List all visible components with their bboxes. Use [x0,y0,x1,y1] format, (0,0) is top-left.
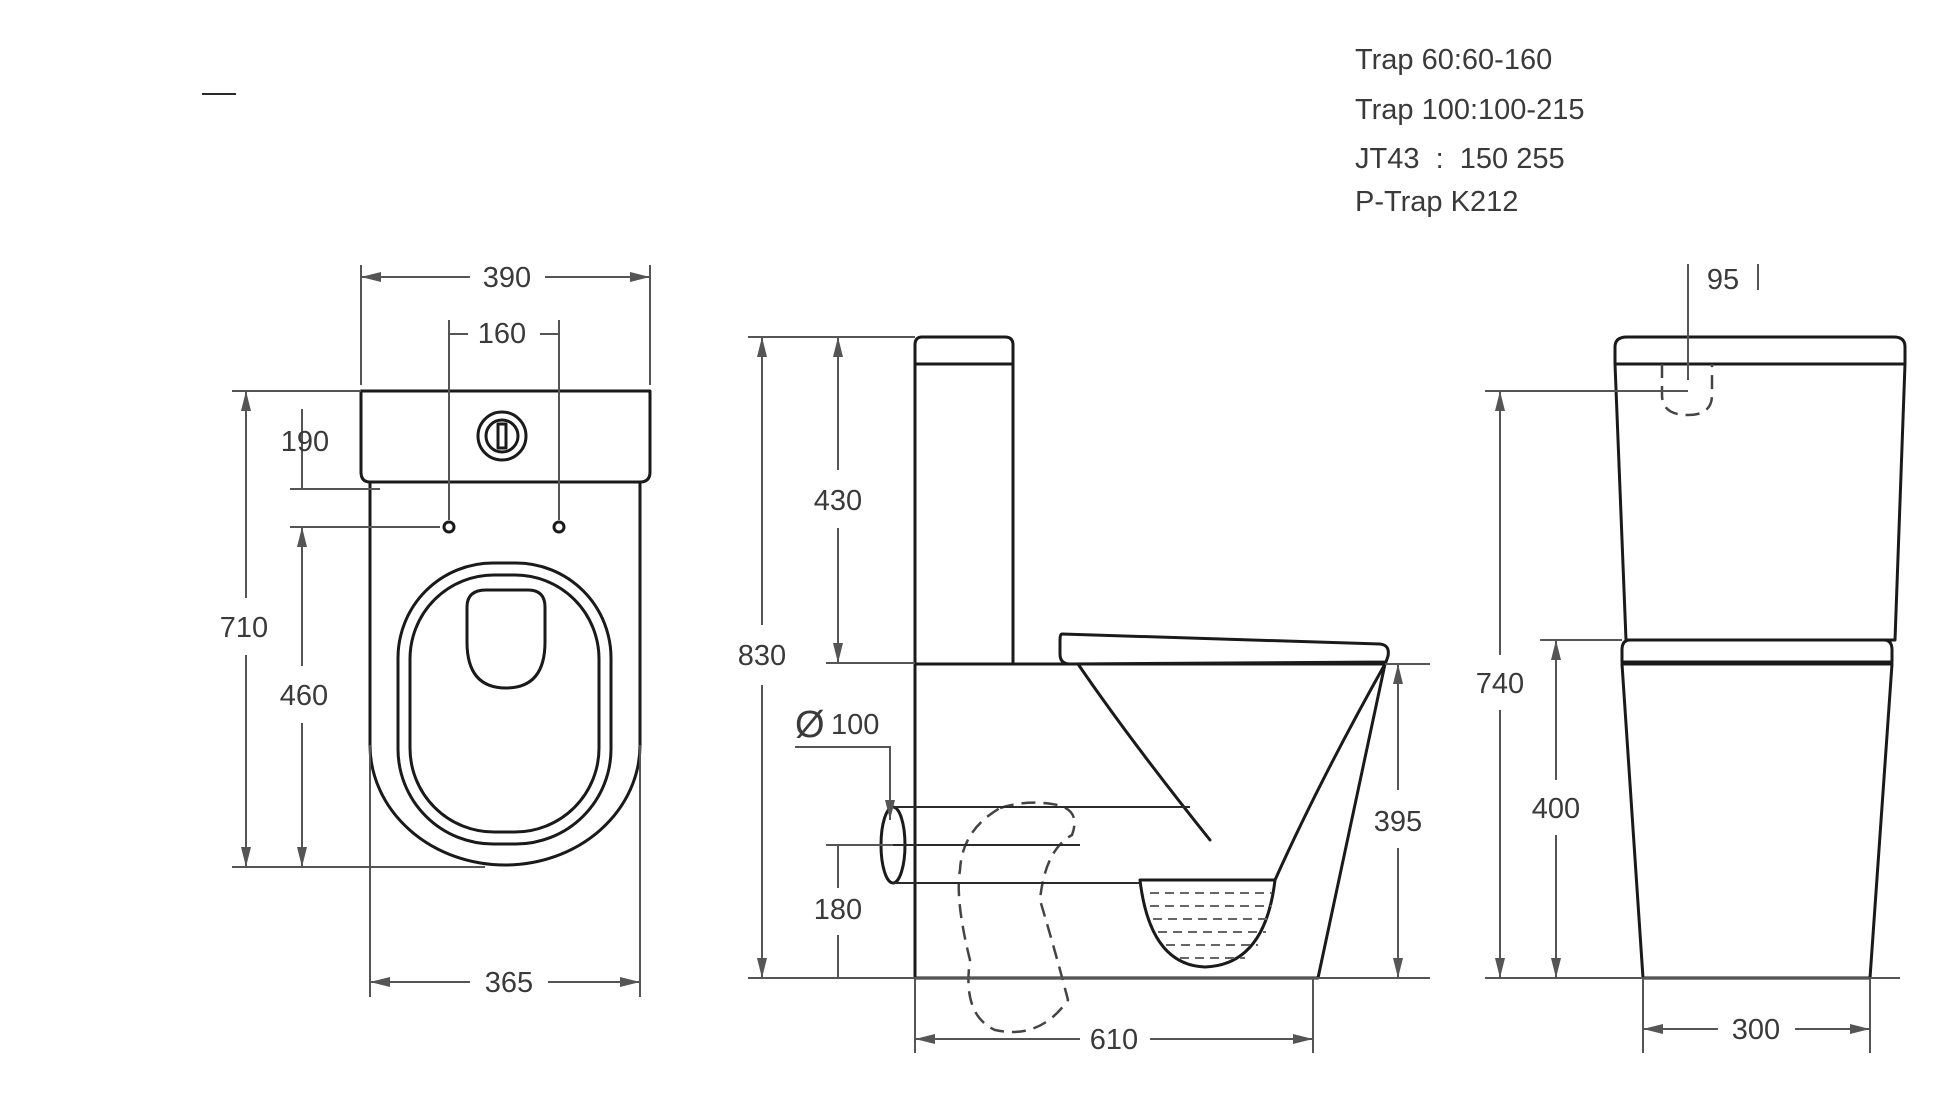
side-view-cistern [913,335,1015,666]
dim-base-width: 300 [1732,1014,1780,1046]
dim-cistern-depth: 190 [281,426,329,458]
dim-outlet-height: 180 [814,894,862,926]
side-view: 830 430 Ø 100 180 395 610 [738,335,1430,1056]
spec-note-p-trap: P-Trap K212 [1355,186,1519,218]
dim-overall-width: 390 [483,262,531,294]
water-trap [1138,878,1277,969]
dim-projection: 610 [1090,1024,1138,1056]
dim-button-offset: 95 [1707,264,1739,296]
fixing-hole-right [552,520,566,534]
dim-bowl-width: 365 [485,967,533,999]
dim-total-height: 830 [738,640,786,672]
dim-seat-height: 395 [1374,806,1422,838]
dim-front-total-height: 740 [1476,668,1524,700]
seat-inner-ring [408,573,601,834]
fixing-hole-left [442,520,456,534]
spec-note-trap-60: Trap 60:60-160 [1355,44,1553,76]
dim-outlet-diameter: 100 [831,709,879,741]
side-view-pan-body [913,662,1387,980]
spec-note-trap-100: Trap 100:100-215 [1355,94,1585,126]
dim-overall-length: 710 [220,612,268,644]
dim-cistern-height: 430 [814,485,862,517]
hidden-button-housing [1660,364,1714,417]
seat-opening [465,588,547,690]
dim-bowl-height: 400 [1532,793,1580,825]
dim-fixing-to-front: 460 [280,680,328,712]
front-view: 95 740 400 300 [1476,264,1907,1053]
front-view-seat [1620,638,1894,664]
spec-note-jt43: JT43 : 150 255 [1355,143,1565,175]
top-view: 390 160 190 710 460 365 [220,262,652,999]
hidden-outlet-pipe [957,801,1076,1034]
front-view-cistern-lid [1613,335,1907,366]
dim-fixing-spacing: 160 [478,318,526,350]
front-view-cistern [1613,362,1907,642]
diameter-symbol: Ø [795,704,825,746]
side-view-seat [1058,632,1390,666]
seat-outer-ring [396,561,613,846]
front-view-pan [1620,662,1894,980]
